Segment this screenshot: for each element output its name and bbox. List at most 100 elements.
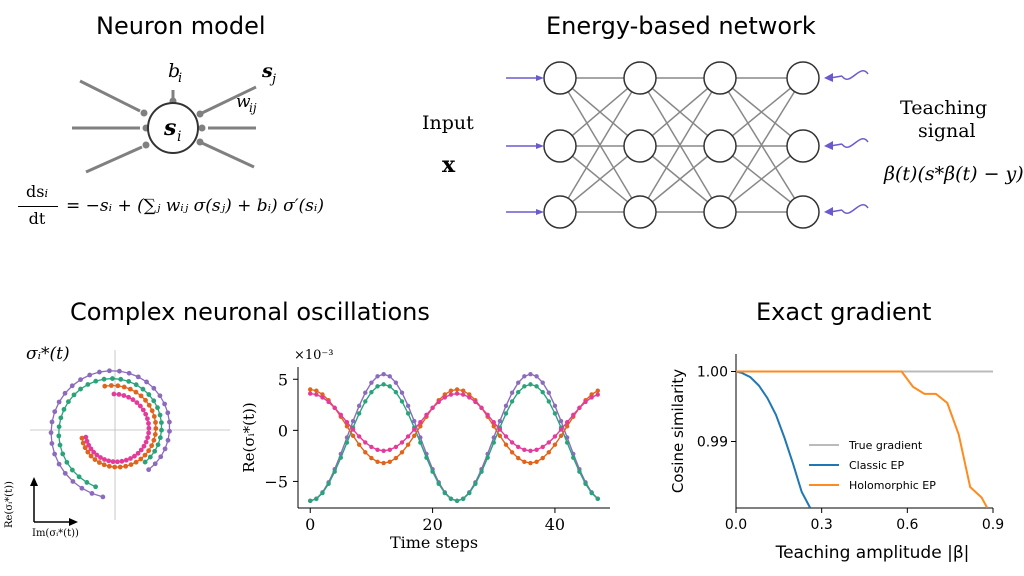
spiral-point xyxy=(143,397,148,403)
equation-denominator: dt xyxy=(28,209,46,228)
series-point xyxy=(442,490,448,496)
spiral-point xyxy=(134,400,140,406)
spiral-point xyxy=(155,442,161,448)
series-point xyxy=(497,433,503,438)
series-point xyxy=(528,382,533,387)
network-edge xyxy=(719,77,804,147)
series-point xyxy=(338,412,344,417)
series-point xyxy=(405,411,411,416)
series-point xyxy=(564,440,570,445)
series-point xyxy=(485,412,490,417)
series-point xyxy=(509,450,515,455)
spiral-point xyxy=(117,464,123,470)
network-node xyxy=(703,195,737,229)
teaching-signal-line2: signal xyxy=(918,120,976,142)
series-point xyxy=(516,380,521,385)
spiral-point xyxy=(123,463,129,469)
network-node xyxy=(543,129,577,163)
series-point xyxy=(528,460,533,466)
series-point xyxy=(393,389,399,395)
spiral-point xyxy=(52,409,58,415)
oscillations-title: Complex neuronal oscillations xyxy=(70,298,430,326)
series-point xyxy=(344,440,350,445)
network-node xyxy=(786,195,820,229)
spiral-point xyxy=(142,459,148,465)
series-point xyxy=(369,389,374,395)
series-point xyxy=(314,388,319,393)
spiral-point xyxy=(117,368,122,374)
spiral-point xyxy=(157,393,163,399)
series-point xyxy=(552,411,558,416)
teaching-wave xyxy=(841,138,869,148)
network-node xyxy=(543,195,577,229)
spiral-point xyxy=(80,440,86,446)
equation-numerator-sub: i xyxy=(44,187,48,200)
spiral-point xyxy=(100,494,106,500)
series-point xyxy=(546,390,552,395)
series-point xyxy=(436,481,441,486)
spiral-point xyxy=(165,437,171,443)
network-node xyxy=(623,129,657,163)
network-node xyxy=(786,129,820,163)
series-point xyxy=(460,388,466,393)
series-point xyxy=(552,434,558,439)
input-arrowhead xyxy=(536,209,544,215)
series-point xyxy=(595,388,600,393)
series-point xyxy=(399,450,405,455)
spiral-point xyxy=(133,389,139,395)
y-tick-label: 0 xyxy=(278,421,288,440)
series-point xyxy=(516,389,521,395)
series-point xyxy=(350,427,356,432)
legend-label: Classic EP xyxy=(849,459,904,472)
spiral-point xyxy=(88,453,94,459)
series-point xyxy=(467,490,472,496)
input-symbol: x xyxy=(442,152,456,178)
equation-numerator: ds xyxy=(26,182,45,201)
series-point xyxy=(308,387,313,392)
teaching-arrowhead xyxy=(824,141,833,150)
series-point xyxy=(363,390,368,395)
series-point xyxy=(350,433,356,438)
series-point xyxy=(381,382,386,387)
series-point xyxy=(534,374,539,379)
series-point xyxy=(577,405,582,411)
series-point xyxy=(381,448,386,453)
spiral-point xyxy=(140,407,146,413)
series-point xyxy=(320,490,325,496)
spiral-point xyxy=(151,385,157,391)
spiral-point xyxy=(157,412,163,418)
x-tick-label: 20 xyxy=(422,515,442,534)
series-point xyxy=(589,490,594,496)
spiral-point xyxy=(82,445,88,451)
series-point xyxy=(460,496,466,502)
series-point xyxy=(356,434,362,439)
spiral-point xyxy=(119,458,125,464)
network-node xyxy=(543,61,577,95)
series-point xyxy=(363,440,368,445)
spiral-point xyxy=(56,399,62,405)
series-point xyxy=(405,442,411,447)
spiral-point xyxy=(135,450,141,456)
x-tick-label: 0.9 xyxy=(982,517,1004,533)
spiral-point xyxy=(146,421,151,426)
series-point xyxy=(522,459,527,464)
spiral-point xyxy=(111,391,117,397)
series-point xyxy=(583,481,588,486)
series-point xyxy=(497,418,503,424)
neuron-node xyxy=(147,102,199,154)
series-point xyxy=(491,419,496,425)
network-node xyxy=(786,61,820,95)
series-point xyxy=(399,390,405,395)
series-point xyxy=(448,388,454,393)
series-point xyxy=(522,374,527,379)
spiral-axis-re: Re(σᵢ*(t)) xyxy=(4,481,15,528)
spiral-point xyxy=(159,420,164,425)
series-point xyxy=(375,459,380,464)
series-point xyxy=(528,448,533,453)
series-point xyxy=(564,419,570,425)
series-point xyxy=(314,392,319,397)
series-point xyxy=(375,374,380,379)
series-point xyxy=(540,455,545,461)
series-point xyxy=(387,374,392,379)
teaching-arrow xyxy=(829,209,843,213)
